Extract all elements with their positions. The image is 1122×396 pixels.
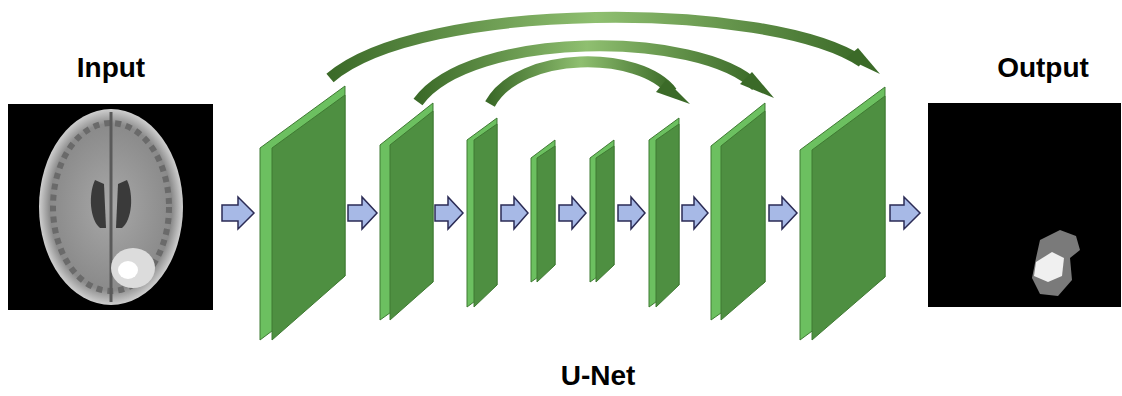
image-label: Input [77, 53, 145, 84]
flow-arrow [222, 197, 920, 229]
diagram-caption: U-Net [561, 361, 636, 392]
mri-image [8, 104, 213, 310]
skip-connection [330, 17, 880, 104]
image-label: Output [997, 53, 1089, 84]
segmentation-mask [928, 103, 1121, 307]
feature-map [260, 86, 885, 340]
